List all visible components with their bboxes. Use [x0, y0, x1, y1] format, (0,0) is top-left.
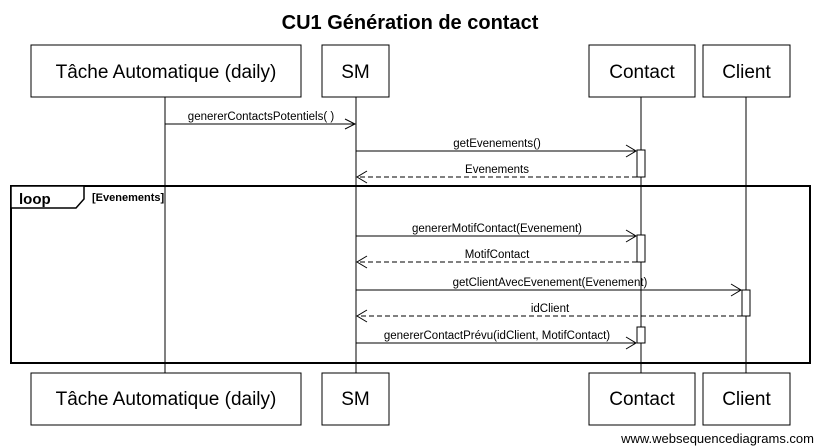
- participant-label: Client: [722, 62, 771, 83]
- participant-sm-top: SM: [321, 44, 390, 98]
- participant-contact-bottom: Contact: [588, 372, 696, 426]
- message-5: MotifContact: [356, 249, 637, 269]
- participant-client-bottom: Client: [702, 372, 791, 426]
- participant-client-top: Client: [702, 44, 791, 98]
- message-8: genererContactPrévu(idClient, MotifConta…: [356, 330, 637, 350]
- message-1: genererContactsPotentiels( ): [165, 111, 357, 130]
- message-label: Evenements: [465, 164, 529, 176]
- footer-watermark[interactable]: www.websequencediagrams.com: [620, 431, 814, 446]
- loop-condition: [Evenements]: [92, 192, 164, 204]
- activation-contact-3: [636, 326, 646, 344]
- participant-label: Contact: [609, 62, 675, 83]
- participant-sm-bottom: SM: [321, 372, 390, 426]
- message-label: MotifContact: [465, 249, 530, 261]
- message-label: genererMotifContact(Evenement): [412, 223, 582, 235]
- activation-contact-2: [636, 234, 646, 263]
- participant-label: SM: [341, 389, 370, 410]
- message-label: getClientAvecEvenement(Evenement): [453, 277, 648, 289]
- diagram-title: CU1 Génération de contact: [282, 12, 539, 34]
- message-label: getEvenements(): [453, 138, 541, 150]
- message-7: idClient: [356, 303, 742, 323]
- participant-contact-top: Contact: [588, 44, 696, 98]
- loop-frame: loop [Evenements]: [10, 185, 811, 364]
- activation-client: [741, 289, 751, 317]
- loop-label: loop: [19, 191, 51, 208]
- message-label: genererContactPrévu(idClient, MotifConta…: [384, 330, 610, 342]
- participant-label: Client: [722, 389, 771, 410]
- participant-label: SM: [341, 62, 370, 83]
- participant-tache-bottom: Tâche Automatique (daily): [30, 372, 302, 426]
- participant-label: Tâche Automatique (daily): [56, 389, 277, 410]
- message-label: idClient: [531, 303, 570, 315]
- participant-label: Contact: [609, 389, 675, 410]
- message-6: getClientAvecEvenement(Evenement): [356, 277, 742, 297]
- message-label: genererContactsPotentiels( ): [188, 111, 335, 123]
- message-4: genererMotifContact(Evenement): [356, 223, 637, 243]
- participant-label: Tâche Automatique (daily): [56, 62, 277, 83]
- message-2: getEvenements(): [356, 138, 637, 158]
- activation-contact-1: [636, 149, 646, 178]
- participant-tache-top: Tâche Automatique (daily): [30, 44, 302, 98]
- message-3: Evenements: [356, 164, 637, 184]
